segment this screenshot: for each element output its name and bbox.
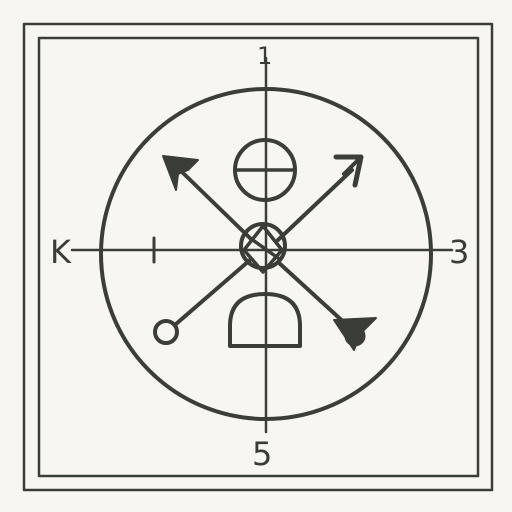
label-left: K [50, 233, 72, 271]
inner-frame [37, 36, 480, 478]
diagonal-lower-left [174, 258, 252, 326]
diagonal-upper-right [276, 168, 354, 242]
center-diamond-icon [239, 222, 287, 274]
arrow-upper-left-icon [162, 155, 199, 191]
diagonal-lower-right [276, 260, 350, 328]
circle-plus-icon [233, 138, 297, 202]
label-right: 3 [449, 233, 469, 271]
ring-terminal-icon [153, 319, 179, 345]
arrow-lower-right-icon [333, 317, 377, 351]
label-top: 1 [257, 42, 272, 70]
diagonal-upper-left [180, 170, 254, 242]
arch-icon [228, 292, 302, 348]
outer-frame [22, 22, 494, 492]
arrow-upper-right-icon [333, 154, 364, 188]
label-bottom: 5 [252, 435, 272, 473]
